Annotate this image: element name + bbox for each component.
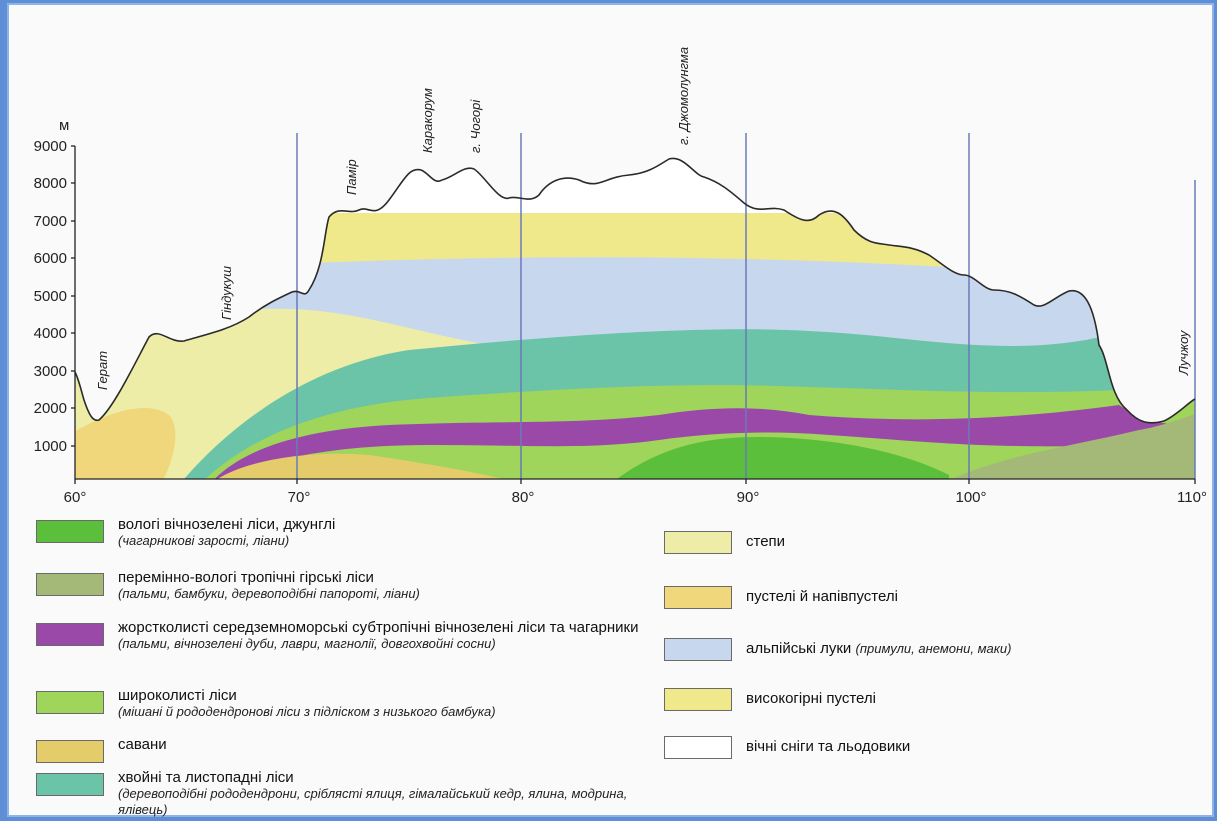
legend-label: вологі вічнозелені ліси, джунглі [118,516,336,533]
axes [71,145,1196,484]
legend-label: вічні сніги та льодовики [746,738,911,755]
place-labels: Герат Гіндукуш Памір Каракорум г. Чогорі… [95,47,1191,390]
legend-label: широколисті ліси [118,687,237,704]
legend-swatch [664,736,732,759]
y-tick-label: 4000 [34,325,67,342]
x-tick-label: 80° [512,489,535,506]
place-label-herat: Герат [95,351,110,390]
x-tick-label: 90° [737,489,760,506]
legend-swatch [664,638,732,661]
vertical-zonation-profile: м 9000 8000 7000 6000 5000 4000 3000 200… [34,47,1207,506]
legend-label: жорстколисті середземноморські субтропіч… [118,619,639,636]
legend-note: (деревоподібні рододендрони, сріблясті я… [118,786,628,817]
legend-item: перемінно-вологі тропічні гірські ліси(п… [36,570,656,602]
legend-label: пустелі й напівпустелі [746,588,898,605]
legend-label: перемінно-вологі тропічні гірські ліси [118,569,374,586]
legend-item: вологі вічнозелені ліси, джунглі(чагарни… [36,517,656,549]
y-tick-labels: 9000 8000 7000 6000 5000 4000 3000 2000 … [34,138,67,455]
diagram-panel: м 9000 8000 7000 6000 5000 4000 3000 200… [9,5,1212,818]
legend-item: жорстколисті середземноморські субтропіч… [36,620,656,652]
zones-group [75,158,1195,479]
legend-label: савани [118,736,167,753]
y-tick-label: 3000 [34,363,67,380]
place-label-luzhou: Лучжоу [1176,329,1191,376]
place-label-pamir: Памір [344,159,359,195]
place-label-karakoram: Каракорум [420,88,435,153]
legend-label: альпійські луки [746,640,852,657]
legend-swatch [36,773,104,796]
x-tick-label: 100° [955,489,986,506]
legend-item: хвойні та листопадні ліси(деревоподібні … [36,770,656,818]
legend-swatch [36,520,104,543]
legend-swatch [664,688,732,711]
legend-swatch [36,573,104,596]
y-axis-unit: м [59,117,69,134]
y-tick-label: 1000 [34,438,67,455]
legend-swatch [36,691,104,714]
legend-item: савани [36,737,656,763]
legend-item: високогірні пустелі [664,685,1184,711]
legend-item: пустелі й напівпустелі [664,583,1184,609]
legend-note: (пальми, бамбуки, деревоподібні папороті… [118,586,420,601]
y-tick-label: 9000 [34,138,67,155]
legend-swatch [664,531,732,554]
legend-label: високогірні пустелі [746,690,876,707]
y-tick-label: 7000 [34,213,67,230]
legend-note: (пальми, вічнозелені дуби, лаври, магнол… [118,636,496,651]
legend-swatch [36,740,104,763]
y-tick-label: 6000 [34,250,67,267]
place-label-everest: г. Джомолунгма [676,47,691,145]
y-tick-label: 8000 [34,175,67,192]
x-tick-labels: 60° 70° 80° 90° 100° 110° [64,489,1207,506]
x-tick-label: 70° [288,489,311,506]
y-tick-label: 2000 [34,400,67,417]
place-label-chogori: г. Чогорі [468,99,483,153]
x-tick-label: 60° [64,489,87,506]
meridian-lines [296,133,1196,479]
legend-label: хвойні та листопадні ліси [118,769,294,786]
legend-item: степи [664,528,1184,554]
legend-item: альпійські луки (примули, анемони, маки) [664,635,1184,661]
legend-swatch [664,586,732,609]
legend-item: широколисті ліси(мішані й рододендронові… [36,688,656,720]
legend-item: вічні сніги та льодовики [664,733,1184,759]
y-tick-label: 5000 [34,288,67,305]
legend-note: (примули, анемони, маки) [855,641,1012,656]
mountain-outline [74,157,1196,424]
legend-note: (чагарникові зарості, ліани) [118,533,290,548]
place-label-hindu-kush: Гіндукуш [219,266,234,320]
legend-note: (мішані й рододендронові ліси з підліско… [118,704,496,719]
legend-swatch [36,623,104,646]
legend-label: степи [746,533,786,550]
x-tick-label: 110° [1177,489,1207,506]
